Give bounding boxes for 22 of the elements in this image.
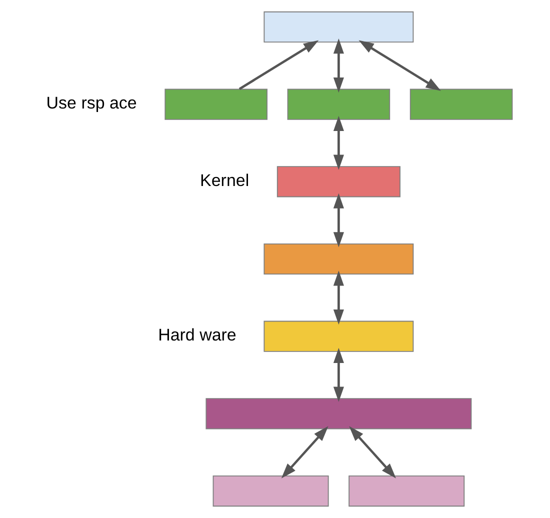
node-box (205, 398, 472, 430)
arrow (332, 38, 344, 93)
arrow (332, 270, 344, 325)
node-box (276, 166, 400, 198)
arrow (238, 40, 318, 90)
node-box (263, 243, 414, 275)
label: Hard ware (158, 325, 236, 344)
label: Use rsp ace (46, 93, 136, 112)
arrow (332, 348, 344, 402)
arrow (358, 40, 440, 91)
node-box (212, 475, 328, 507)
node-box (164, 88, 267, 120)
arrow (280, 426, 328, 478)
arrow (332, 116, 344, 170)
node-box (263, 11, 414, 43)
arrow (348, 426, 396, 478)
arrow (332, 193, 344, 248)
node-box (409, 88, 512, 120)
node-box (348, 475, 464, 507)
node-box (263, 320, 414, 352)
label: Kernel (200, 170, 249, 190)
node-box (286, 88, 390, 120)
